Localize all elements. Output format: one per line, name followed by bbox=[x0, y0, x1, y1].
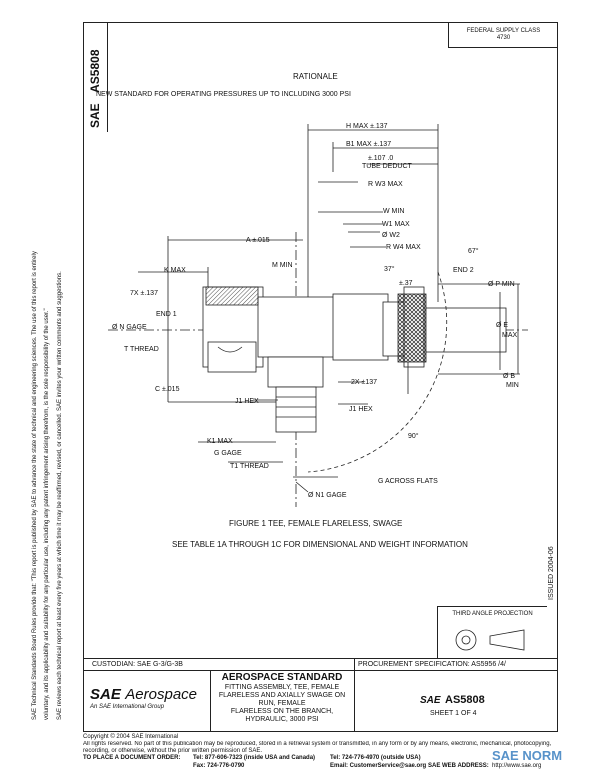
label-deg37b: ±.37 bbox=[399, 280, 413, 287]
divider-vertical-right bbox=[354, 658, 355, 732]
side-notice-3: SAE reviews each technical report at lea… bbox=[57, 271, 63, 720]
label-j-hex-right: J1 HEX bbox=[349, 406, 373, 413]
sae-mark-small: SAE bbox=[420, 695, 441, 706]
description-line-2: FLARELESS AND AXIALLY SWAGE ON RUN, FEMA… bbox=[218, 692, 346, 707]
fsc-box: FEDERAL SUPPLY CLASS 4730 bbox=[448, 22, 558, 48]
rationale-text: NEW STANDARD FOR OPERATING PRESSURES UP … bbox=[96, 91, 351, 98]
doc-id: AS5808 bbox=[88, 49, 102, 93]
divider-logo bbox=[210, 670, 211, 732]
label-g-gage: G GAGE bbox=[214, 450, 242, 457]
label-angle-7x: 7X ±.137 bbox=[130, 290, 158, 297]
sae-norm-watermark: SAE NORM bbox=[492, 748, 563, 763]
label-w-min: W MIN bbox=[383, 208, 405, 215]
label-w2: Ø W2 bbox=[382, 232, 400, 239]
label-p-min: Ø P MIN bbox=[488, 281, 515, 288]
label-e-max-2: MAX bbox=[502, 332, 518, 339]
label-a-dim: A ±.015 bbox=[246, 237, 270, 244]
label-tube-deduct: TUBE DEDUCT bbox=[362, 163, 412, 170]
footer-web-label: SAE WEB ADDRESS: bbox=[428, 763, 489, 769]
doc-id-block bbox=[83, 22, 108, 132]
label-j1-hex-left: J1 HEX bbox=[235, 398, 259, 405]
label-angle-2x: 2X ±137 bbox=[351, 379, 378, 386]
procurement-spec: PROCUREMENT SPECIFICATION: AS5956 /4/ bbox=[358, 661, 506, 668]
third-angle-label: THIRD ANGLE PROJECTION bbox=[452, 611, 533, 617]
label-tube-deduct-value: ±.107 .0 bbox=[368, 155, 394, 162]
label-g-across-flats: G ACROSS FLATS bbox=[378, 478, 438, 485]
see-table-note: SEE TABLE 1A THROUGH 1C FOR DIMENSIONAL … bbox=[172, 540, 468, 549]
label-k1-max: K1 MAX bbox=[207, 438, 233, 445]
sae-logo-text: SAE bbox=[90, 686, 121, 703]
label-deg67: 67° bbox=[468, 248, 479, 255]
description-line-3: FLARELESS ON THE BRANCH, HYDRAULIC, 3000… bbox=[230, 708, 334, 723]
title-description: AEROSPACE STANDARD FITTING ASSEMBLY, TEE… bbox=[210, 672, 354, 724]
sae-aerospace-logo: SAE Aerospace An SAE International Group bbox=[90, 686, 197, 711]
aerospace-standard-title: AEROSPACE STANDARD bbox=[221, 672, 343, 683]
label-w1-max: W1 MAX bbox=[382, 221, 410, 228]
footer-email: Email: CustomerService@sae.org bbox=[330, 763, 427, 769]
label-t1-thread: T1 THREAD bbox=[230, 463, 269, 470]
sae-mark: SAE bbox=[88, 103, 102, 128]
label-t-thread: T THREAD bbox=[124, 346, 159, 353]
custodian: CUSTODIAN: SAE G-3/G-3B bbox=[92, 661, 183, 668]
label-end1: END 1 bbox=[156, 311, 177, 318]
footer-tel: Tel: 877-606-7323 (inside USA and Canada… bbox=[193, 755, 316, 761]
label-b-min-2: MIN bbox=[506, 382, 519, 389]
label-k-max: K MAX bbox=[164, 267, 186, 274]
doc-number-block: SAE AS5808 SHEET 1 OF 4 bbox=[420, 690, 485, 718]
drawing-frame bbox=[83, 22, 558, 732]
sheet-number: SHEET 1 OF 4 bbox=[430, 710, 477, 717]
label-n-gage: Ø N GAGE bbox=[112, 324, 147, 331]
footer-web[interactable]: http://www.sae.org bbox=[492, 763, 542, 769]
doc-id-vertical: SAE AS5808 bbox=[86, 28, 104, 128]
label-b-min-1: Ø B bbox=[503, 373, 516, 380]
label-deg37a: 37° bbox=[384, 266, 395, 273]
footer-rights: All rights reserved. No part of this pub… bbox=[83, 741, 552, 747]
divider-custodian-top bbox=[83, 658, 558, 659]
label-b1-max: B1 MAX ±.137 bbox=[346, 141, 392, 148]
footer-tel2: Tel: 724-776-4970 (outside USA) bbox=[330, 755, 421, 761]
label-n1-gage: Ø N1 GAGE bbox=[308, 492, 347, 499]
footer-fax: Fax: 724-776-0790 bbox=[193, 763, 245, 769]
label-deg90: 90° bbox=[408, 433, 419, 440]
third-angle-box: THIRD ANGLE PROJECTION bbox=[437, 606, 547, 658]
footer-order-label: TO PLACE A DOCUMENT ORDER: bbox=[83, 755, 181, 761]
figure-caption: FIGURE 1 TEE, FEMALE FLARELESS, SWAGE bbox=[229, 519, 403, 528]
fsc-label: FEDERAL SUPPLY CLASS bbox=[466, 28, 541, 34]
side-notice-2: voluntary, and its applicability and sui… bbox=[44, 308, 50, 720]
label-r-w3-max: R W3 MAX bbox=[368, 181, 403, 188]
label-m-min: M MIN bbox=[272, 262, 293, 269]
rationale-title: RATIONALE bbox=[293, 72, 338, 81]
label-r-w4-max: R W4 MAX bbox=[386, 244, 421, 251]
side-notice-1: SAE Technical Standards Board Rules prov… bbox=[32, 251, 38, 720]
third-angle-symbol-icon bbox=[455, 629, 525, 651]
sae-logo-subtitle: An SAE International Group bbox=[90, 704, 165, 710]
tee-fitting-drawing bbox=[108, 124, 528, 507]
divider-custodian-bottom bbox=[83, 670, 558, 671]
fsc-value: 4730 bbox=[496, 35, 511, 41]
doc-number: AS5808 bbox=[445, 694, 485, 706]
label-c-dim: C ±.015 bbox=[155, 386, 180, 393]
label-h-max: H MAX ±.137 bbox=[346, 123, 388, 130]
label-e-max-1: Ø E bbox=[496, 322, 509, 329]
issued-date: ISSUED 2004-06 bbox=[548, 546, 555, 600]
description-line-1: FITTING ASSEMBLY, TEE, FEMALE bbox=[224, 684, 340, 691]
footer-copyright: Copyright © 2004 SAE International bbox=[83, 734, 179, 740]
sae-logo-suffix: Aerospace bbox=[125, 686, 198, 703]
label-end2: END 2 bbox=[453, 267, 474, 274]
footer-rights-2: recording, or otherwise, without the pri… bbox=[83, 748, 263, 754]
